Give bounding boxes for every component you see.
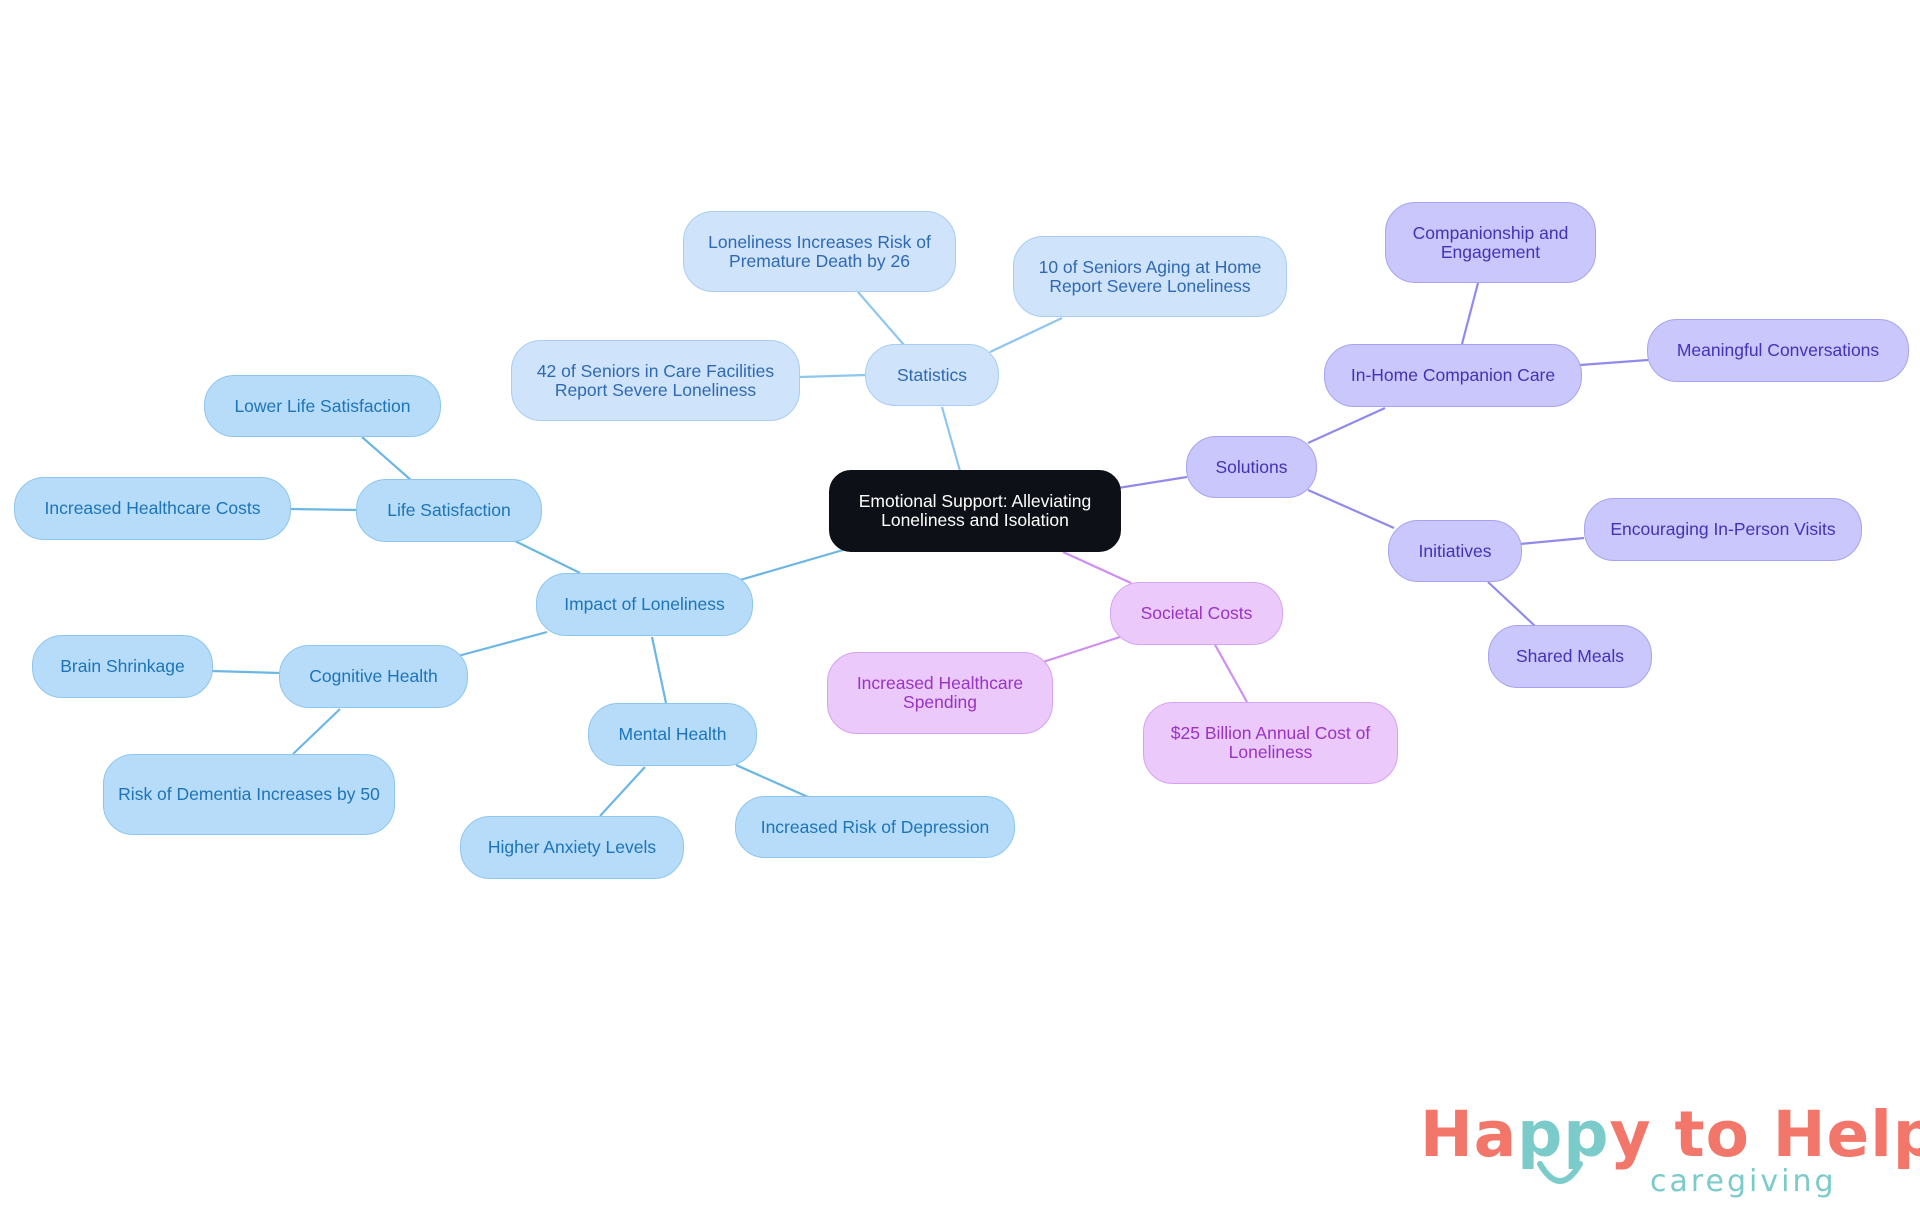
edge-solutions-initiatives: [1307, 488, 1395, 530]
edge-solutions-inhome: [1307, 406, 1386, 445]
edge-root-solutions: [1117, 475, 1188, 490]
initiatives-node[interactable]: Initiatives: [1388, 520, 1522, 582]
societal-costs-label: Societal Costs: [1140, 603, 1253, 623]
mental-health-node[interactable]: Mental Health: [588, 703, 757, 766]
edge-cognitive-brain: [211, 669, 281, 675]
edge-impact-life: [512, 539, 581, 574]
smile-icon: [1537, 1161, 1583, 1184]
edge-mental-depression: [735, 763, 809, 799]
edge-impact-cognitive: [457, 630, 548, 658]
edge-root-societal: [1062, 550, 1132, 585]
statistics-care-facilities-node[interactable]: 42 of Seniors in Care Facilities Report …: [511, 340, 800, 421]
edge-impact-mental: [650, 636, 668, 704]
logo-title: Happy to Help: [1420, 1098, 1920, 1171]
edge-life-costs: [289, 507, 357, 512]
edge-life-lower: [361, 436, 413, 482]
edge-root-impact: [739, 548, 844, 582]
statistics-premature-death-node[interactable]: Loneliness Increases Risk of Premature D…: [683, 211, 956, 292]
companionship-engagement-node[interactable]: Companionship and Engagement: [1385, 202, 1596, 283]
shared-meals-node[interactable]: Shared Meals: [1488, 625, 1652, 688]
edge-cognitive-dementia: [292, 708, 341, 755]
life-satisfaction-node[interactable]: Life Satisfaction: [356, 479, 542, 542]
happy-to-help-logo: Happy to Help caregiving: [1420, 1098, 1920, 1208]
depression-risk-node[interactable]: Increased Risk of Depression: [735, 796, 1015, 858]
healthcare-spending-node[interactable]: Increased Healthcare Spending: [827, 652, 1053, 734]
solutions-label: Solutions: [1215, 456, 1288, 477]
edge-root-statistics: [940, 406, 962, 472]
root-label: Emotional Support: Alleviating Lonelines…: [858, 491, 1092, 530]
edge-statistics-premature: [857, 291, 905, 346]
edge-societal-annual: [1213, 642, 1248, 703]
dementia-risk-node[interactable]: Risk of Dementia Increases by 50: [103, 754, 395, 835]
solutions-node[interactable]: Solutions: [1186, 436, 1317, 498]
impact-node[interactable]: Impact of Loneliness: [536, 573, 753, 636]
increased-healthcare-costs-node[interactable]: Increased Healthcare Costs: [14, 477, 291, 540]
statistics-label: Statistics: [896, 364, 968, 385]
edge-societal-healthcare: [1042, 635, 1121, 664]
impact-label: Impact of Loneliness: [564, 594, 725, 614]
lower-life-satisfaction-node[interactable]: Lower Life Satisfaction: [204, 375, 441, 437]
in-home-companion-care-node[interactable]: In-Home Companion Care: [1324, 344, 1582, 407]
brain-shrinkage-node[interactable]: Brain Shrinkage: [32, 635, 213, 698]
edge-statistics-facilities: [799, 373, 867, 379]
logo-subtitle: caregiving: [1650, 1164, 1837, 1199]
edge-initiatives-visits: [1519, 536, 1585, 546]
annual-cost-node[interactable]: $25 Billion Annual Cost of Loneliness: [1143, 702, 1398, 784]
statistics-seniors-home-node[interactable]: 10 of Seniors Aging at Home Report Sever…: [1013, 236, 1287, 317]
edge-inhome-companionship: [1460, 282, 1480, 345]
edge-mental-anxiety: [599, 766, 646, 817]
in-person-visits-node[interactable]: Encouraging In-Person Visits: [1584, 498, 1862, 561]
higher-anxiety-node[interactable]: Higher Anxiety Levels: [460, 816, 684, 879]
root-node[interactable]: Emotional Support: Alleviating Lonelines…: [829, 470, 1121, 552]
edge-statistics-home: [989, 317, 1063, 353]
societal-costs-node[interactable]: Societal Costs: [1110, 582, 1283, 645]
edge-inhome-meaningful: [1579, 358, 1649, 367]
statistics-node[interactable]: Statistics: [865, 344, 999, 406]
cognitive-health-node[interactable]: Cognitive Health: [279, 645, 468, 708]
edge-initiatives-meals: [1487, 581, 1536, 627]
meaningful-conversations-node[interactable]: Meaningful Conversations: [1647, 319, 1909, 382]
